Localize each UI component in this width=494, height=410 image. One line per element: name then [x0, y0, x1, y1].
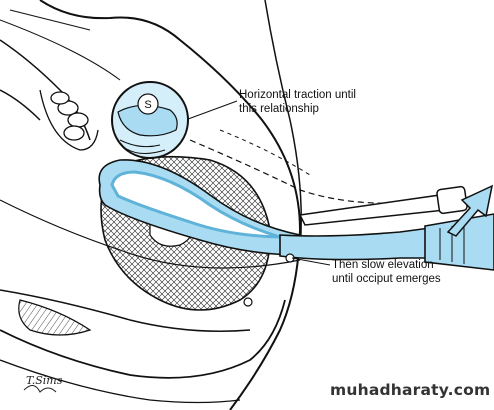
magnifier-letter: S [144, 99, 151, 111]
callout-horizontal-traction: Horizontal traction until this relations… [239, 88, 356, 116]
birth-canal-lower [0, 289, 251, 332]
artist-signature: T.Sims [26, 374, 63, 387]
watermark: muhadharaty.com [330, 381, 491, 399]
maternal-back-outline [39, 0, 302, 410]
callout-slow-elevation: Then slow elevation until occiput emerge… [332, 258, 441, 286]
arrow-up-right-icon [446, 184, 494, 237]
callout-horizontal-line2: this relationship [239, 103, 319, 115]
traction-guide-dashed [189, 139, 441, 204]
callout-elevation-line2: until occiput emerges [332, 273, 441, 285]
leader-bottom [291, 257, 331, 266]
pubic-bone [18, 299, 92, 336]
callout-horizontal-line1: Horizontal traction until [239, 89, 356, 101]
birth-canal-upper [0, 199, 301, 269]
magnifier-circle-icon: S [111, 81, 189, 159]
perineum-lower [0, 359, 241, 404]
sacral-curve [264, 0, 302, 251]
leg-folds [0, 9, 121, 81]
perineum-outline [0, 299, 286, 379]
elevation-guide-dashed [219, 129, 311, 176]
fetal-hand [39, 89, 99, 151]
callout-elevation-line1: Then slow elevation [332, 259, 434, 271]
forceps-handle-elevated [298, 185, 468, 226]
forceps-shank [279, 227, 431, 261]
signature-flourish [23, 385, 57, 393]
occiput-marker [243, 297, 253, 307]
leader-top [179, 100, 238, 123]
forceps-blade-window [110, 170, 281, 239]
